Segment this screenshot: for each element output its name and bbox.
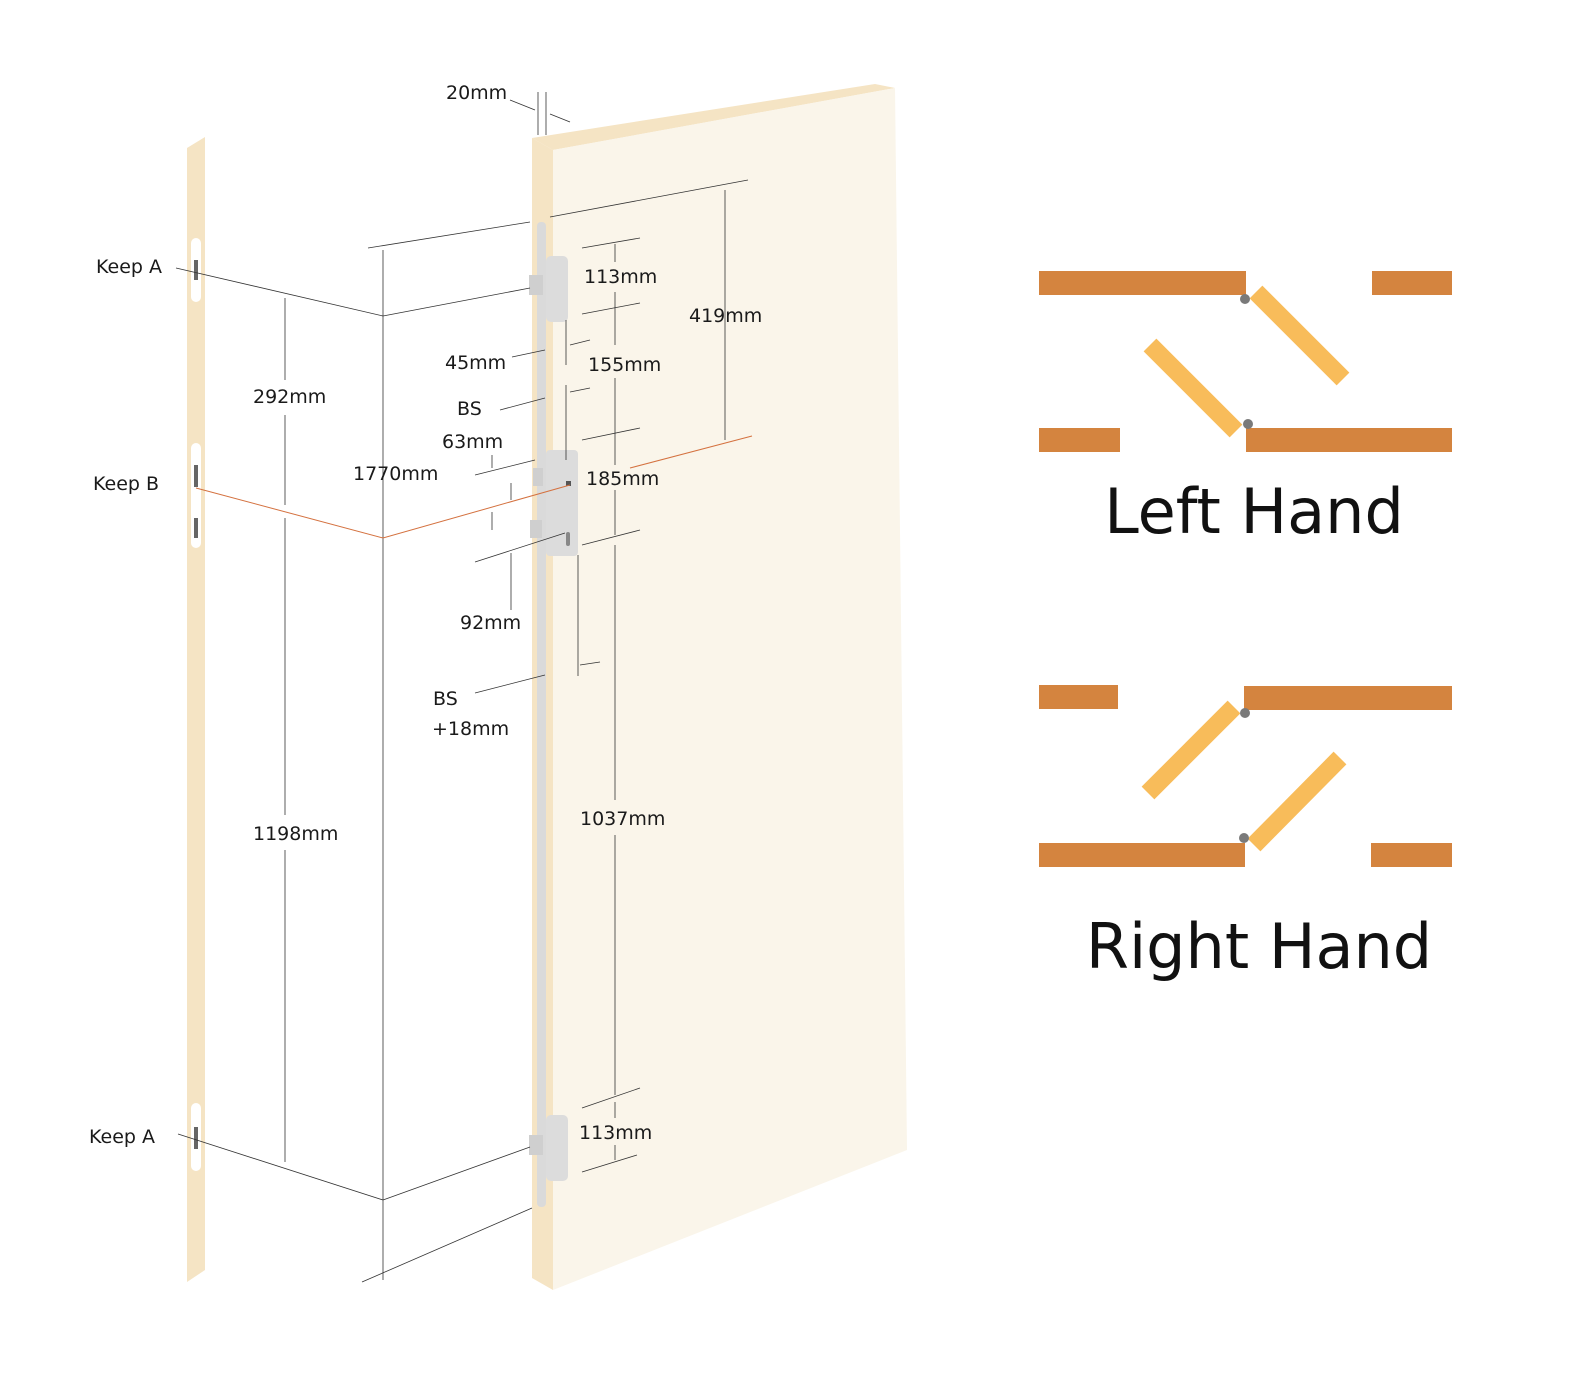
bs2-label: BS xyxy=(433,688,458,710)
hook-top xyxy=(546,256,568,322)
deadbolt xyxy=(530,520,542,538)
dim-63: 63mm xyxy=(442,431,503,453)
keep-b-guide-line xyxy=(195,435,753,539)
dimension-lines xyxy=(175,92,749,1283)
dim-1037: 1037mm xyxy=(580,808,665,830)
hinge-pin-icon xyxy=(1240,294,1250,304)
spindle-icon xyxy=(566,481,571,486)
door-top xyxy=(532,84,895,150)
keep-a-top-label: Keep A xyxy=(96,256,162,278)
hook-bottom-latch xyxy=(529,1135,543,1155)
keep-b-mark xyxy=(194,465,198,487)
door-frame xyxy=(187,137,205,1282)
dim-292: 292mm xyxy=(253,386,326,408)
lock-rail xyxy=(537,222,546,1207)
latch xyxy=(533,468,543,486)
keyhole-icon xyxy=(566,532,570,546)
door-face xyxy=(553,88,907,1290)
dim-45: 45mm xyxy=(445,352,506,374)
right-hand-title: Right Hand xyxy=(1086,910,1432,983)
keep-b-mark xyxy=(194,518,198,538)
hinge-pin-icon xyxy=(1240,708,1250,718)
hook-top-latch xyxy=(529,275,543,295)
dim-1770: 1770mm xyxy=(353,463,438,485)
keep-a-mark xyxy=(194,260,198,280)
bs2-plus-label: +18mm xyxy=(432,718,509,740)
dim-1198: 1198mm xyxy=(253,823,338,845)
bs-label: BS xyxy=(457,398,482,420)
hinge-pin-icon xyxy=(1239,833,1249,843)
dim-185: 185mm xyxy=(586,468,659,490)
hook-bottom xyxy=(546,1115,568,1181)
right-hand-diagram: Right Hand xyxy=(1039,685,1452,983)
dim-113-top: 113mm xyxy=(584,266,657,288)
dim-113-bottom: 113mm xyxy=(579,1122,652,1144)
keep-b-label: Keep B xyxy=(93,473,159,495)
left-hand-title: Left Hand xyxy=(1104,475,1404,548)
lock-case xyxy=(546,450,578,556)
dim-92: 92mm xyxy=(460,612,521,634)
keep-a-bottom-label: Keep A xyxy=(89,1126,155,1148)
hinge-pin-icon xyxy=(1243,419,1253,429)
dim-419: 419mm xyxy=(689,305,762,327)
keep-slot xyxy=(191,443,201,548)
thickness-label: 20mm xyxy=(446,82,507,104)
dim-155: 155mm xyxy=(588,354,661,376)
keep-a-mark xyxy=(194,1127,198,1149)
left-hand-diagram: Left Hand xyxy=(1039,271,1452,548)
